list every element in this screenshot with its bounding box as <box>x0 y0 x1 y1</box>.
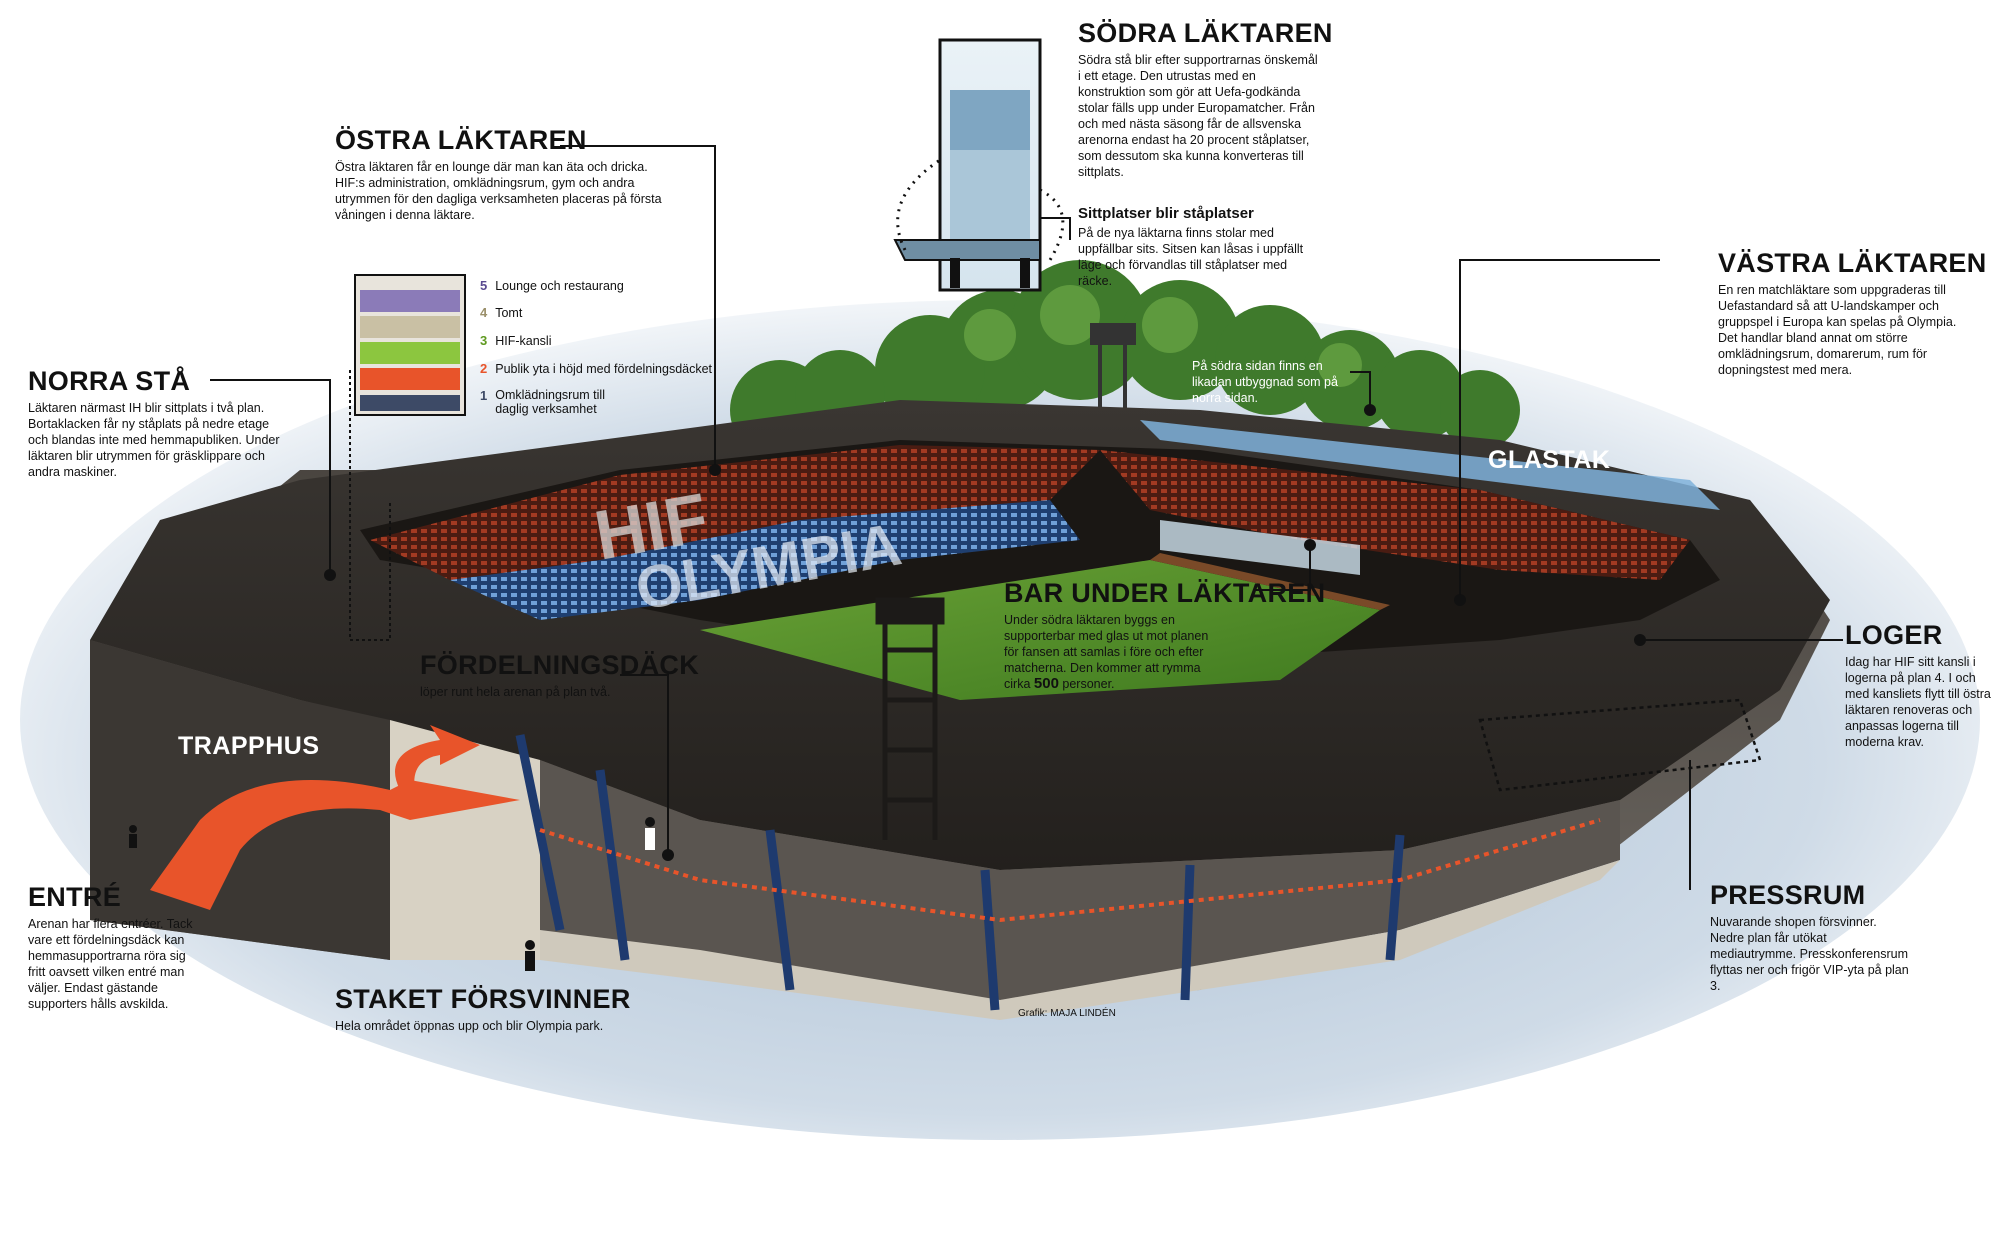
callout-title: VÄSTRA LÄKTAREN <box>1718 248 1987 278</box>
callout-title: BAR UNDER LÄKTAREN <box>1004 578 1326 608</box>
graphic-credit: Grafik: MAJA LINDÉN <box>1018 1008 1116 1019</box>
floodlight-front <box>875 597 945 840</box>
seats-east-red <box>370 445 1100 580</box>
section-stack-legend <box>354 274 466 416</box>
legend-num: 4 <box>480 305 488 320</box>
blue-columns <box>515 734 1405 1011</box>
callout-body: En ren matchläktare som uppgraderas till… <box>1718 283 1957 377</box>
callout-title: ÖSTRA LÄKTAREN <box>335 125 587 155</box>
callout-body: Södra stå blir efter supportrarnas önske… <box>1078 53 1318 179</box>
callout-vastra: VÄSTRA LÄKTAREN En ren matchläktare som … <box>1718 248 1987 378</box>
callout-body-text: Under södra läktaren byggs en supporterb… <box>1004 613 1209 691</box>
callout-ostra: ÖSTRA LÄKTAREN Östra läktaren får en lou… <box>335 125 665 223</box>
callout-body: På södra sidan finns en likadan utbyggna… <box>1192 359 1338 405</box>
callout-body: Arenan har flera entréer. Tack vare ett … <box>28 917 193 1011</box>
trapphus-label: TRAPPHUS <box>178 732 320 760</box>
callout-title: NORRA STÅ <box>28 366 191 396</box>
legend-row-4: 4 Tomt <box>480 305 522 320</box>
callout-entre: ENTRÉ Arenan har flera entréer. Tack var… <box>28 882 203 1012</box>
legend-label: HIF-kansli <box>495 333 552 348</box>
callout-title: ENTRÉ <box>28 882 122 912</box>
legend-num: 5 <box>480 278 488 293</box>
legend-label: Publik yta i höjd med fördelningsdäcket <box>495 361 713 376</box>
legend-row-1: 1 Omklädningsrum till daglig verksamhet <box>480 388 615 416</box>
callout-bar: BAR UNDER LÄKTAREN Under södra läktaren … <box>1004 578 1326 692</box>
callout-body: Läktaren närmast IH blir sittplats i två… <box>28 401 280 479</box>
tree-highlights <box>964 285 1362 387</box>
person-silhouettes <box>129 817 655 971</box>
facade-light <box>390 720 540 960</box>
callout-fordelning: FÖRDELNINGSDÄCK löper runt hela arenan p… <box>420 650 699 700</box>
callout-title: Sittplatser blir ståplatser <box>1078 205 1254 222</box>
legend-num: 3 <box>480 333 488 348</box>
removed-fence-line <box>539 818 1601 923</box>
glastak-label: GLASTAK <box>1488 446 1611 474</box>
leader-dots <box>324 404 1646 861</box>
pressrum-box <box>1478 698 1762 792</box>
leader-lines <box>210 145 1843 890</box>
callout-body: Hela området öppnas upp och blir Olympia… <box>335 1019 604 1033</box>
callout-title: STAKET FÖRSVINNER <box>335 984 631 1014</box>
legend-row-3: 3 HIF-kansli <box>480 333 552 348</box>
callout-body: Östra läktaren får en lounge där man kan… <box>335 160 662 222</box>
entrance-arrow-up <box>395 725 480 790</box>
callout-pressrum: PRESSRUM Nuvarande shopen försvinner. Ne… <box>1710 880 1910 994</box>
callout-body-text: personer. <box>1062 677 1115 691</box>
facade-base <box>540 860 1620 1020</box>
callout-loger: LOGER Idag har HIF sitt kansli i logerna… <box>1845 620 1995 750</box>
callout-sodra: SÖDRA LÄKTAREN Södra stå blir efter supp… <box>1078 18 1333 180</box>
pitch-track <box>1150 553 1390 610</box>
seat-text-hif: HIF <box>589 478 714 574</box>
callout-body: Idag har HIF sitt kansli i logerna på pl… <box>1845 655 1991 749</box>
callout-title: LOGER <box>1845 620 1943 650</box>
callout-title: PRESSRUM <box>1710 880 1866 910</box>
legend-label: Omklädningsrum till daglig verksamhet <box>495 388 605 416</box>
callout-sittplatser: Sittplatser blir ståplatser På de nya lä… <box>1078 205 1318 289</box>
callout-title: FÖRDELNINGSDÄCK <box>420 650 699 680</box>
callout-staket: STAKET FÖRSVINNER Hela området öppnas up… <box>335 984 655 1034</box>
legend-num: 2 <box>480 361 488 376</box>
callout-title: SÖDRA LÄKTAREN <box>1078 18 1333 48</box>
legend-row-5: 5 Lounge och restaurang <box>480 278 624 293</box>
callout-body: På de nya läktarna finns stolar med uppf… <box>1078 226 1304 288</box>
glass-roof <box>1140 420 1720 510</box>
pitch <box>700 560 1380 700</box>
callout-body: Nuvarande shopen försvinner. Nedre plan … <box>1710 915 1909 993</box>
legend-label: Lounge och restaurang <box>495 278 624 293</box>
callout-body: löper runt hela arenan på plan två. <box>420 685 611 699</box>
entrance-arrow <box>150 780 520 910</box>
facade-main <box>540 760 1620 1000</box>
callout-body: Under södra läktaren byggs en supporterb… <box>1004 612 1224 692</box>
callout-sodra-sidan: På södra sidan finns en likadan utbyggna… <box>1192 358 1362 406</box>
seat-detail-drawing <box>893 38 1065 292</box>
capacity-number: 500 <box>1033 675 1059 692</box>
legend-label: Tomt <box>495 305 523 320</box>
seats-west-red <box>1100 450 1690 580</box>
seats-blue <box>450 500 1080 620</box>
legend-row-2: 2 Publik yta i höjd med fördelningsdäcke… <box>480 361 712 376</box>
callout-norra: NORRA STÅ Läktaren närmast IH blir sittp… <box>28 366 288 480</box>
legend-num: 1 <box>480 388 488 403</box>
